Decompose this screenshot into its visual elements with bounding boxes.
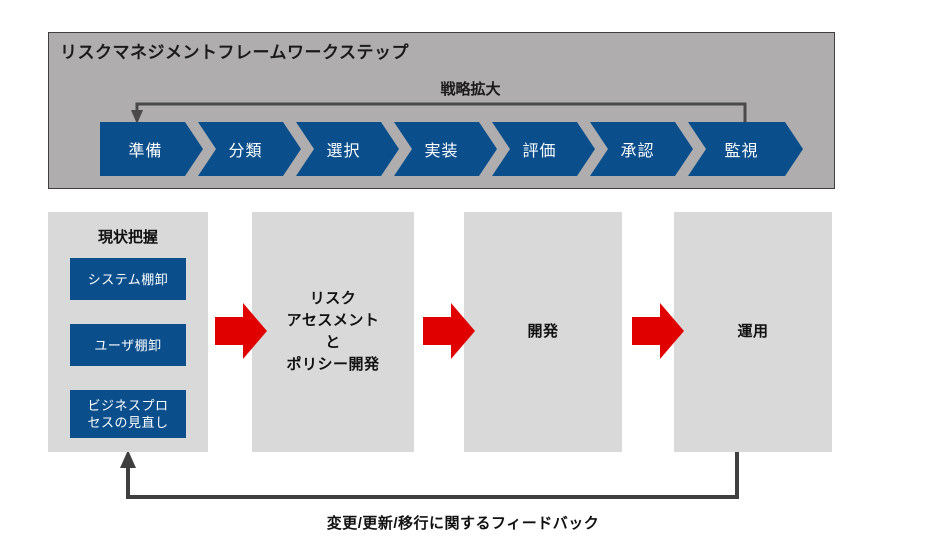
lifecycle-column-3-label: 開発 [527, 323, 559, 340]
lifecycle-column-current-state[interactable]: 現状把握 システム棚卸 ユーザ棚卸 ビジネスプロ セスの見直し [48, 212, 208, 452]
rmf-step-7-label: 監視 [724, 143, 759, 160]
lifecycle-column-4-label: 運用 [737, 323, 769, 340]
feedback-label: 変更/更新/移行に関するフィードバック [326, 515, 600, 532]
lifecycle-item-user-inventory[interactable]: ユーザ棚卸 [70, 324, 186, 366]
lifecycle-column-risk-assessment[interactable]: リスク アセスメント と ポリシー開発 [252, 212, 414, 452]
rmf-step-4-label: 実装 [424, 143, 459, 160]
lifecycle-column-1-title: 現状把握 [97, 229, 158, 246]
red-arrow-2-head [451, 303, 475, 359]
rmf-step-5-label: 評価 [522, 143, 557, 160]
feedback-arrow [120, 450, 739, 499]
lifecycle-column-2-label: リスク アセスメント と ポリシー開発 [286, 290, 380, 373]
lifecycle-item-business-process-review-label: ビジネスプロ セスの見直し [87, 398, 169, 430]
red-arrow-icon-3 [632, 303, 684, 359]
red-arrow-3-shaft [632, 317, 662, 345]
lifecycle-item-user-inventory-label: ユーザ棚卸 [94, 337, 162, 353]
red-arrow-icon-1 [215, 303, 267, 359]
rmf-step-7[interactable]: 監視 [688, 122, 803, 176]
rmf-step-1[interactable]: 準備 [100, 122, 203, 176]
strategy-loop-label: 戦略拡大 [440, 81, 501, 98]
rmf-step-3-label: 選択 [326, 143, 361, 160]
red-arrow-icon-2 [423, 303, 475, 359]
rmf-step-6-label: 承認 [620, 143, 655, 160]
lifecycle-item-system-inventory[interactable]: システム棚卸 [70, 258, 186, 300]
red-arrow-2-shaft [423, 317, 453, 345]
lifecycle-column-operation[interactable]: 運用 [674, 212, 832, 452]
lifecycle-column-development[interactable]: 開発 [464, 212, 622, 452]
rmf-step-1-label: 準備 [128, 143, 163, 160]
red-arrow-3-head [660, 303, 684, 359]
rmf-step-2-label: 分類 [228, 143, 263, 160]
lifecycle-item-business-process-review[interactable]: ビジネスプロ セスの見直し [70, 390, 186, 438]
red-arrow-1-head [243, 303, 267, 359]
red-arrow-1-shaft [215, 317, 245, 345]
banner-title: リスクマネジメントフレームワークステップ [60, 43, 409, 62]
lifecycle-item-system-inventory-label: システム棚卸 [87, 271, 169, 287]
